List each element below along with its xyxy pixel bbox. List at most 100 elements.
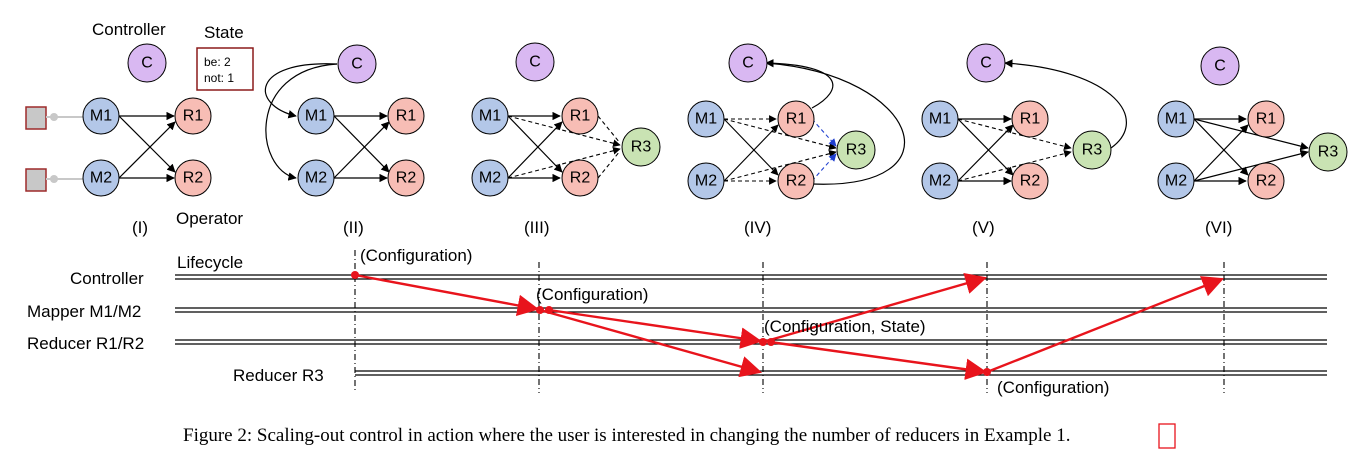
node-r2: R2 [1247, 162, 1285, 200]
svg-text:M1: M1 [1165, 111, 1187, 128]
row-reducer-r1r2: Reducer R1/R2 [27, 334, 144, 353]
node-r3: R3 [836, 130, 876, 170]
row-controller: Controller [70, 269, 144, 288]
svg-text:R1: R1 [183, 108, 204, 125]
edge-m2-r1 [118, 121, 176, 179]
stage-2: C M1 M2 R1 R2 (II) [264, 44, 425, 237]
node-c: C [127, 43, 167, 83]
node-r1: R1 [387, 97, 425, 135]
svg-text:R2: R2 [1020, 173, 1041, 190]
operator-label: Operator [176, 209, 243, 228]
node-c: C [966, 43, 1006, 83]
svg-text:R1: R1 [1256, 111, 1277, 128]
stage-5: C M1 M2 R1 R2 R3 (V) [921, 43, 1127, 237]
stage-4: C M1 M2 R1 R2 R3 (IV) [687, 43, 906, 237]
figure-caption: Figure 2: Scaling-out control in action … [183, 423, 1176, 449]
state-move-r1 [811, 118, 837, 147]
state-label: State [204, 23, 244, 42]
node-m1: M1 [1157, 100, 1195, 138]
node-c: C [515, 42, 555, 82]
node-m1: M1 [297, 97, 335, 135]
node-r1: R1 [1247, 100, 1285, 138]
node-m2: M2 [1157, 162, 1195, 200]
node-r3: R3 [1308, 132, 1348, 172]
svg-text:M2: M2 [479, 170, 501, 187]
svg-text:R1: R1 [570, 108, 591, 125]
caption-text: Figure 2: Scaling-out control in action … [183, 425, 1056, 446]
svg-text:R2: R2 [183, 170, 204, 187]
svg-text:R2: R2 [1256, 173, 1277, 190]
event-configuration-state: (Configuration, State) [764, 317, 926, 336]
node-r2: R2 [387, 159, 425, 197]
node-m1: M1 [82, 97, 120, 135]
node-m2: M2 [921, 162, 959, 200]
node-m1: M1 [687, 100, 725, 138]
svg-text:R2: R2 [786, 173, 807, 190]
stage-label-5: (V) [972, 218, 995, 237]
svg-text:M2: M2 [929, 173, 951, 190]
svg-text:M2: M2 [1165, 173, 1187, 190]
stage-1: Controller State be: 2 not: 1 C M1 M2 [25, 20, 254, 237]
node-r3: R3 [1072, 130, 1112, 170]
node-m2: M2 [82, 159, 120, 197]
node-m1: M1 [921, 100, 959, 138]
node-c: C [728, 43, 768, 83]
svg-text:M1: M1 [695, 111, 717, 128]
svg-text:C: C [141, 55, 153, 72]
stage-label-3: (III) [524, 218, 550, 237]
edge-r1-c [765, 58, 834, 109]
node-m2: M2 [471, 159, 509, 197]
controller-label: Controller [92, 20, 166, 39]
msg-mapper-r3 [539, 308, 763, 378]
edge-m1-r2 [118, 115, 176, 173]
msg-reducer-r3 [769, 340, 988, 381]
svg-text:R1: R1 [1020, 111, 1041, 128]
node-c: C [337, 44, 377, 84]
node-m2: M2 [297, 159, 335, 197]
edge-r3-c [1004, 59, 1127, 149]
node-m2: M2 [687, 162, 725, 200]
svg-text:M1: M1 [929, 111, 951, 128]
svg-text:C: C [351, 56, 363, 73]
svg-text:C: C [742, 55, 754, 72]
caption-end: . [1066, 425, 1071, 446]
node-r1: R1 [1011, 100, 1049, 138]
stage-label-4: (IV) [744, 218, 771, 237]
caption-ref[interactable]: 1 [1056, 425, 1066, 446]
svg-text:M2: M2 [90, 170, 112, 187]
source-2 [25, 168, 47, 192]
edge-r2-c [765, 62, 906, 185]
row-mapper: Mapper M1/M2 [27, 302, 141, 321]
svg-text:R2: R2 [570, 170, 591, 187]
node-r2: R2 [174, 159, 212, 197]
svg-text:C: C [980, 55, 992, 72]
node-r1: R1 [561, 97, 599, 135]
state-box [196, 47, 254, 91]
stage-label-2: (II) [343, 218, 364, 237]
svg-text:R1: R1 [396, 108, 417, 125]
svg-text:M1: M1 [305, 108, 327, 125]
stage-3: C M1 M2 R1 R2 R3 (III) [471, 42, 661, 237]
msg-reducer-controller [762, 273, 988, 344]
msg-r3-controller [986, 276, 1225, 374]
svg-text:R3: R3 [1082, 142, 1103, 159]
svg-text:Figure 2: Scaling-out control: Figure 2: Scaling-out control in action … [183, 425, 1070, 446]
edge-c-m2 [265, 63, 338, 181]
event-configuration-1: (Configuration) [360, 246, 472, 265]
lifecycle-label: Lifecycle [177, 253, 243, 272]
source-1 [25, 106, 47, 130]
timeline: Lifecycle Controller Mapper M1/M2 Reduce… [27, 246, 1327, 397]
state-move-r2 [811, 153, 837, 182]
node-r3: R3 [621, 127, 661, 167]
svg-text:C: C [529, 54, 541, 71]
stage-label-1: (I) [132, 218, 148, 237]
msg-controller-mapper [354, 273, 540, 317]
event-configuration-2: (Configuration) [536, 285, 648, 304]
svg-text:R2: R2 [396, 170, 417, 187]
node-m1: M1 [471, 97, 509, 135]
node-r1: R1 [777, 100, 815, 138]
node-r2: R2 [777, 162, 815, 200]
node-r1: R1 [174, 97, 212, 135]
state-not: not: 1 [204, 71, 234, 85]
